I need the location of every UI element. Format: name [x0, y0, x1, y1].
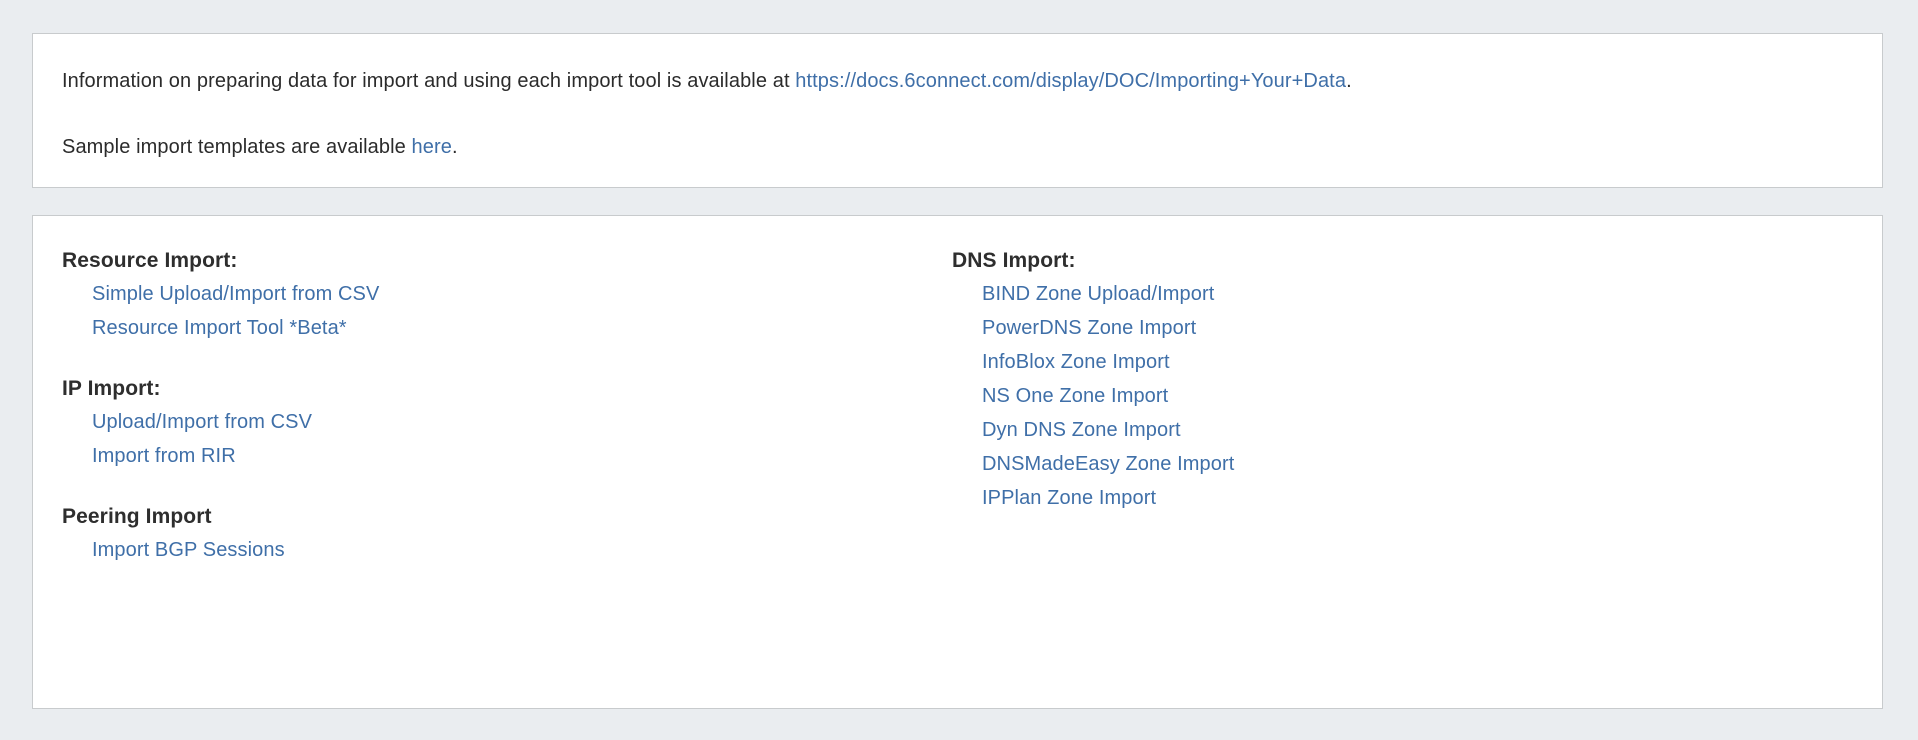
docs-url-link[interactable]: https://docs.6connect.com/display/DOC/Im… — [795, 70, 1347, 92]
group-dns-import: DNS Import: BIND Zone Upload/Import Powe… — [952, 247, 1842, 516]
list-item: IPPlan Zone Import — [982, 482, 1842, 516]
link-upload-import-from-csv[interactable]: Upload/Import from CSV — [92, 411, 313, 433]
info-line-docs-prefix: Information on preparing data for import… — [62, 70, 796, 92]
panel-spacer — [32, 188, 1882, 215]
info-line-templates-prefix: Sample import templates are available — [62, 136, 412, 158]
list-item: Dyn DNS Zone Import — [982, 414, 1842, 448]
info-panel: Information on preparing data for import… — [32, 33, 1883, 188]
info-line-docs-suffix: . — [1346, 70, 1352, 92]
link-list-ip-import: Upload/Import from CSV Import from RIR — [62, 406, 952, 474]
link-bind-zone-upload-import[interactable]: BIND Zone Upload/Import — [982, 283, 1215, 305]
group-resource-import: Resource Import: Simple Upload/Import fr… — [62, 247, 952, 346]
link-list-resource-import: Simple Upload/Import from CSV Resource I… — [62, 278, 952, 346]
link-ns-one-zone-import[interactable]: NS One Zone Import — [982, 385, 1169, 407]
link-powerdns-zone-import[interactable]: PowerDNS Zone Import — [982, 317, 1197, 339]
list-item: Import from RIR — [92, 440, 952, 474]
link-list-dns-import: BIND Zone Upload/Import PowerDNS Zone Im… — [952, 278, 1842, 516]
link-ipplan-zone-import[interactable]: IPPlan Zone Import — [982, 487, 1157, 509]
import-tools-panel: Resource Import: Simple Upload/Import fr… — [32, 215, 1883, 709]
list-item: Simple Upload/Import from CSV — [92, 278, 952, 312]
list-item: Import BGP Sessions — [92, 534, 952, 568]
group-title-ip-import: IP Import: — [62, 377, 161, 400]
group-title-resource-import: Resource Import: — [62, 249, 238, 272]
link-import-from-rir[interactable]: Import from RIR — [92, 445, 236, 467]
group-peering-import: Peering Import Import BGP Sessions — [62, 503, 952, 568]
list-item: InfoBlox Zone Import — [982, 346, 1842, 380]
left-column: Resource Import: Simple Upload/Import fr… — [62, 247, 952, 568]
link-dyn-dns-zone-import[interactable]: Dyn DNS Zone Import — [982, 419, 1181, 441]
link-simple-upload-import-from-csv[interactable]: Simple Upload/Import from CSV — [92, 283, 380, 305]
link-resource-import-tool-beta[interactable]: Resource Import Tool *Beta* — [92, 317, 347, 339]
sample-templates-link[interactable]: here — [411, 136, 452, 158]
list-item: Upload/Import from CSV — [92, 406, 952, 440]
list-item: PowerDNS Zone Import — [982, 312, 1842, 346]
info-line-templates-suffix: . — [451, 136, 458, 158]
link-infoblox-zone-import[interactable]: InfoBlox Zone Import — [982, 351, 1170, 373]
list-item: Resource Import Tool *Beta* — [92, 312, 952, 346]
info-line-docs: Information on preparing data for import… — [62, 68, 1882, 94]
link-import-bgp-sessions[interactable]: Import BGP Sessions — [92, 539, 285, 561]
link-list-peering-import: Import BGP Sessions — [62, 534, 952, 568]
group-title-peering-import: Peering Import — [62, 505, 212, 528]
list-item: BIND Zone Upload/Import — [982, 278, 1842, 312]
group-title-dns-import: DNS Import: — [952, 249, 1076, 272]
right-column: DNS Import: BIND Zone Upload/Import Powe… — [952, 247, 1842, 516]
group-ip-import: IP Import: Upload/Import from CSV Import… — [62, 375, 952, 474]
list-item: NS One Zone Import — [982, 380, 1842, 414]
link-dnsmadeeasy-zone-import[interactable]: DNSMadeEasy Zone Import — [982, 453, 1235, 475]
info-line-templates: Sample import templates are available he… — [62, 134, 1882, 160]
list-item: DNSMadeEasy Zone Import — [982, 448, 1842, 482]
